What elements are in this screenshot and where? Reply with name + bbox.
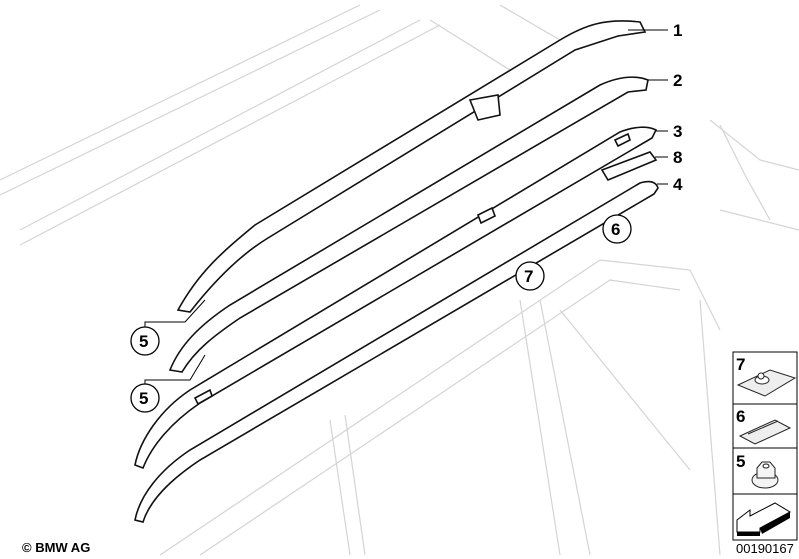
callout-circle-6 bbox=[602, 214, 632, 244]
callout-4: 4 bbox=[673, 175, 683, 194]
roof-rail-2[interactable] bbox=[168, 76, 649, 373]
copyright: © BMW AG bbox=[22, 540, 91, 555]
callout-circle-7 bbox=[515, 261, 545, 291]
trim-strip-8[interactable] bbox=[600, 151, 658, 182]
legend-number-6: 6 bbox=[736, 407, 745, 426]
rail-3-clip bbox=[193, 388, 213, 406]
callout-7: 7 bbox=[524, 267, 533, 286]
roof-rail-3[interactable] bbox=[134, 126, 658, 470]
roof-rail-4[interactable] bbox=[134, 180, 659, 523]
collar-nut-icon bbox=[751, 461, 779, 489]
callout-5a: 5 bbox=[139, 332, 148, 351]
legend-number-7: 7 bbox=[736, 355, 745, 374]
clip-icon bbox=[738, 419, 792, 445]
callout-1: 1 bbox=[673, 21, 682, 40]
roof-rail-1[interactable] bbox=[176, 20, 647, 313]
callout-2: 2 bbox=[673, 71, 682, 90]
callout-6: 6 bbox=[611, 220, 620, 239]
callout-8: 8 bbox=[673, 148, 682, 167]
callout-5b: 5 bbox=[139, 389, 148, 408]
callout-circle-5b bbox=[130, 383, 160, 413]
callout-circle-5a bbox=[130, 326, 160, 356]
rail-3-clip bbox=[613, 132, 631, 148]
direction-arrow-icon bbox=[736, 502, 792, 536]
leader-lines bbox=[144, 29, 668, 385]
parts-legend bbox=[732, 351, 798, 541]
callout-3: 3 bbox=[673, 122, 682, 141]
rail-1-mount bbox=[468, 94, 501, 121]
diagram-number: 00190167 bbox=[736, 541, 794, 556]
rail-3-clip bbox=[476, 206, 497, 225]
car-body-outline bbox=[0, 4, 799, 556]
legend-number-5: 5 bbox=[736, 452, 745, 471]
clip-with-stud-icon bbox=[736, 369, 797, 397]
